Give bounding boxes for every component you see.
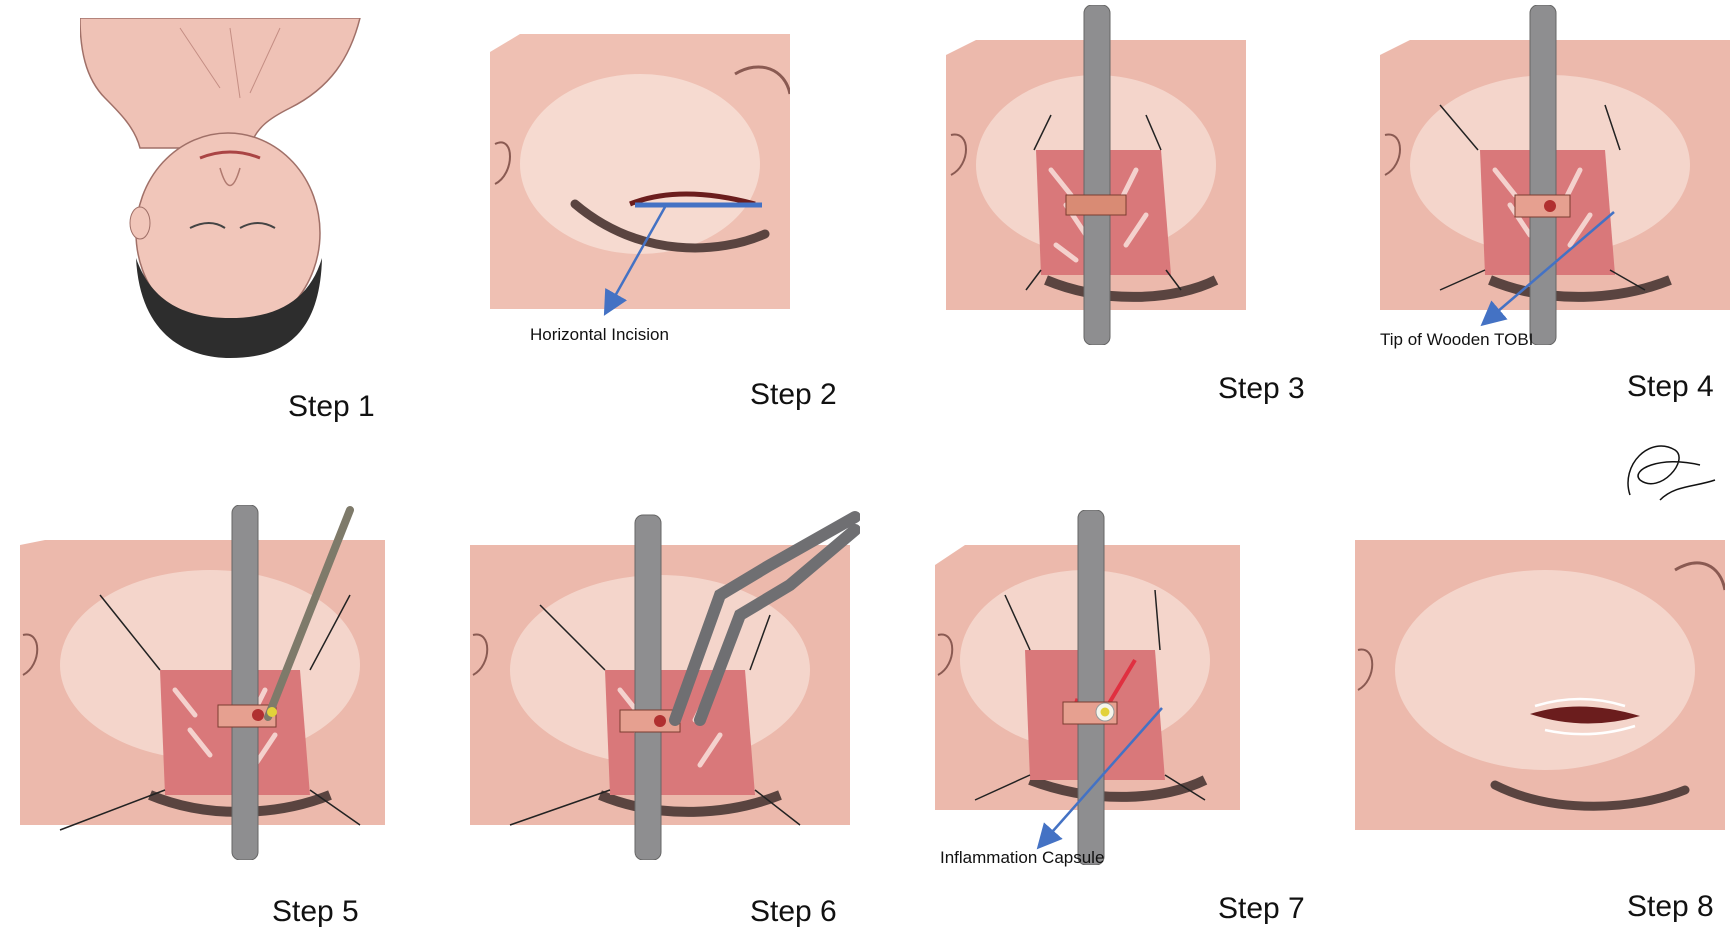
step-8-label: Step 8 (1627, 890, 1714, 923)
step-4-label: Step 4 (1627, 370, 1714, 403)
annotation-horizontal-incision: Horizontal Incision (530, 325, 669, 344)
step-1-illustration (80, 18, 380, 358)
step-6-label: Step 6 (750, 895, 837, 928)
step-7-label: Step 7 (1218, 892, 1305, 925)
step-5-label: Step 5 (272, 895, 359, 928)
step-3-label: Step 3 (1218, 372, 1305, 405)
step-1-label: Step 1 (288, 390, 375, 423)
annotation-inflammation-capsule: Inflammation Capsule (940, 848, 1105, 867)
step-3-illustration (946, 5, 1246, 345)
artist-signature (1620, 425, 1720, 520)
step-8-illustration (1355, 540, 1725, 830)
step-2-label: Step 2 (750, 378, 837, 411)
step-7-illustration (935, 510, 1250, 865)
annotation-tobi-tip: Tip of Wooden TOBI (1380, 330, 1534, 349)
step-2-illustration (490, 34, 790, 309)
step-6-illustration (470, 505, 860, 860)
step-5-illustration (20, 505, 390, 860)
step-4-illustration (1380, 5, 1736, 345)
